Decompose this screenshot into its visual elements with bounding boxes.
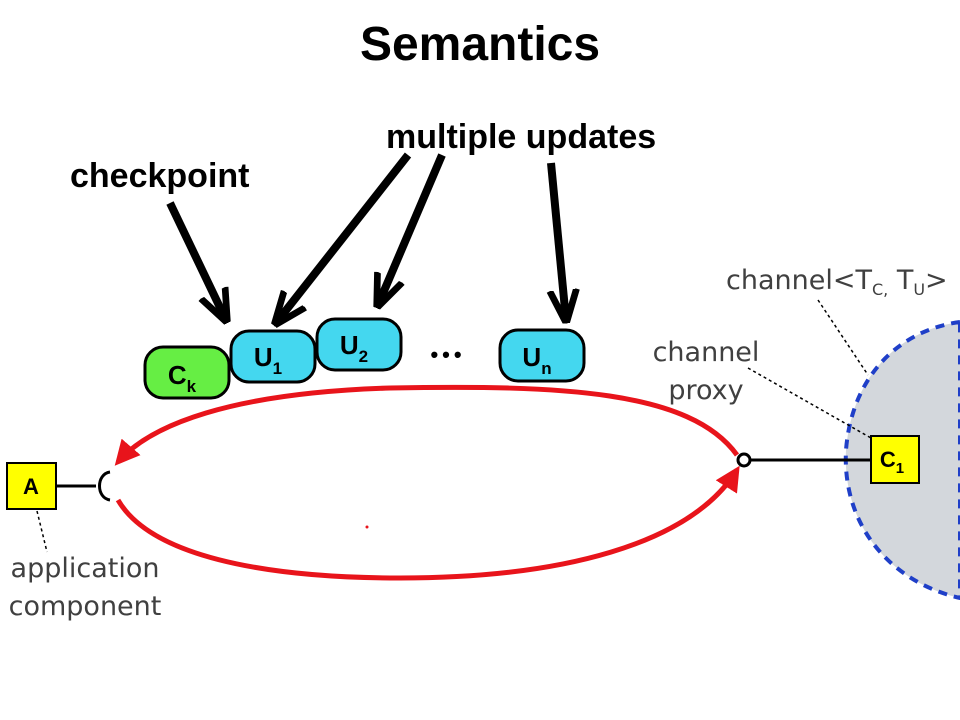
svg-text:Un: Un	[522, 342, 551, 378]
update-arrow-2	[378, 153, 446, 305]
proxy-label-line2: proxy	[668, 375, 743, 406]
application-label-line2: component	[9, 591, 162, 622]
update-message-n: Un	[498, 328, 586, 383]
checkpoint-arrow	[166, 201, 226, 320]
update-message-1: U1	[229, 329, 317, 384]
application-label-line1: application	[11, 553, 160, 584]
update-subscript-2: 2	[359, 347, 368, 366]
svg-text:U1: U1	[254, 342, 282, 378]
update-arrow-n	[551, 162, 566, 320]
update-label-2: U	[340, 330, 359, 360]
checkpoint-label: C	[168, 360, 187, 390]
update-subscript-n: n	[541, 359, 551, 378]
updates-callout: multiple updates	[386, 118, 656, 156]
application-port	[98, 470, 111, 502]
update-subscript-1: 1	[273, 359, 282, 378]
update-label-1: U	[254, 342, 273, 372]
stray-red-dot	[365, 525, 369, 529]
page-title: Semantics	[360, 18, 600, 71]
svg-text:C1: C1	[880, 447, 904, 477]
svg-text:Ck: Ck	[168, 360, 197, 396]
channel-box-label: C	[880, 447, 896, 472]
loop-arrow-top	[114, 384, 740, 466]
checkpoint-callout: checkpoint	[70, 157, 249, 195]
update-arrow-1	[276, 152, 412, 323]
application-box-label: A	[23, 474, 39, 499]
proxy-label-line1: channel	[653, 337, 760, 368]
channel-leader	[817, 299, 869, 376]
update-message-2: U2	[315, 317, 403, 372]
application-component-box: A	[6, 462, 57, 510]
loop-arrow-bottom	[115, 465, 740, 581]
checkpoint-message: Ck	[143, 345, 231, 400]
checkpoint-subscript: k	[187, 377, 197, 396]
svg-text:U2: U2	[340, 330, 368, 366]
proxy-leader	[747, 367, 872, 439]
ellipsis: •••	[430, 342, 465, 367]
proxy-port	[736, 452, 752, 468]
update-label-n: U	[522, 342, 541, 372]
channel-proxy-box: C1	[870, 435, 920, 484]
application-leader	[36, 510, 48, 553]
channel-type-label: channel<TC, TU>	[726, 265, 948, 299]
channel-box-subscript: 1	[896, 460, 904, 477]
